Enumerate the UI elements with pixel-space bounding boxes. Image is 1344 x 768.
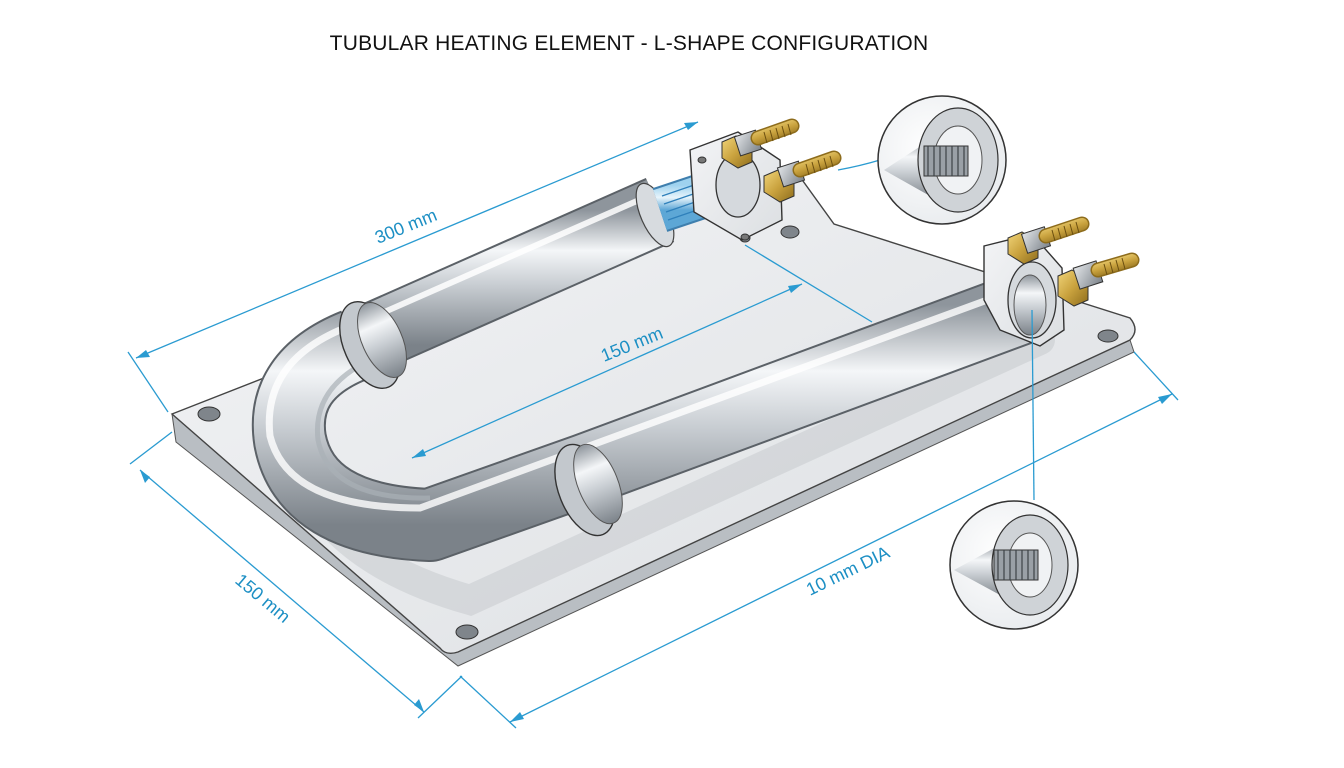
mounting-hole — [455, 624, 479, 640]
terminal-stud-lower — [1007, 216, 1090, 265]
mounting-hole — [197, 406, 221, 422]
dimension-plate-width-label: 150 mm — [231, 570, 294, 627]
mounting-hole — [1097, 329, 1119, 343]
terminal-flange-lower — [983, 233, 1065, 347]
mounting-hole — [780, 225, 800, 239]
tube-collar — [339, 300, 407, 390]
terminal-stud-lower — [1057, 252, 1140, 307]
bent-tube — [251, 270, 1043, 562]
tube-collar — [554, 443, 623, 537]
dimension-length-label: 300 mm — [372, 205, 440, 248]
diagram-title: TUBULAR HEATING ELEMENT - L-SHAPE CONFIG… — [329, 32, 929, 55]
terminal-stud-upper — [763, 150, 842, 203]
upper-tube — [340, 177, 675, 378]
detail-callout-lower — [949, 309, 1079, 630]
detail-callout-upper — [837, 95, 1007, 225]
terminal-flange-upper — [689, 131, 783, 241]
terminal-stud-upper — [721, 118, 800, 169]
